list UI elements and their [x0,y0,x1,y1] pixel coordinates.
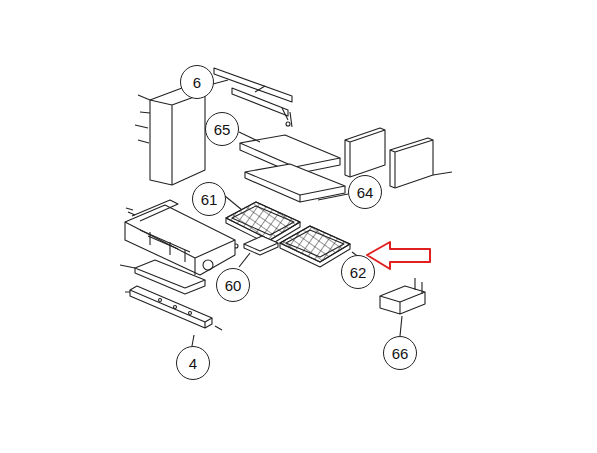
callout-text: 66 [392,346,409,361]
callout-number: 61 [192,182,226,216]
callout-text: 4 [189,356,197,371]
callout-text: 64 [357,185,374,200]
callout-text: 62 [350,265,367,280]
callout-number: 6 [180,65,214,99]
callout-text: 6 [193,75,201,90]
callout-text: 65 [214,122,231,137]
callout-number: 60 [216,268,250,302]
red-arrow [367,242,430,269]
callout-number: 4 [176,346,210,380]
callout-text: 60 [225,278,242,293]
callout-number: 66 [383,336,417,370]
callout-number: 62 [341,255,375,289]
callout-text: 61 [201,192,218,207]
callout-number: 64 [348,175,382,209]
callout-number: 65 [205,112,239,146]
